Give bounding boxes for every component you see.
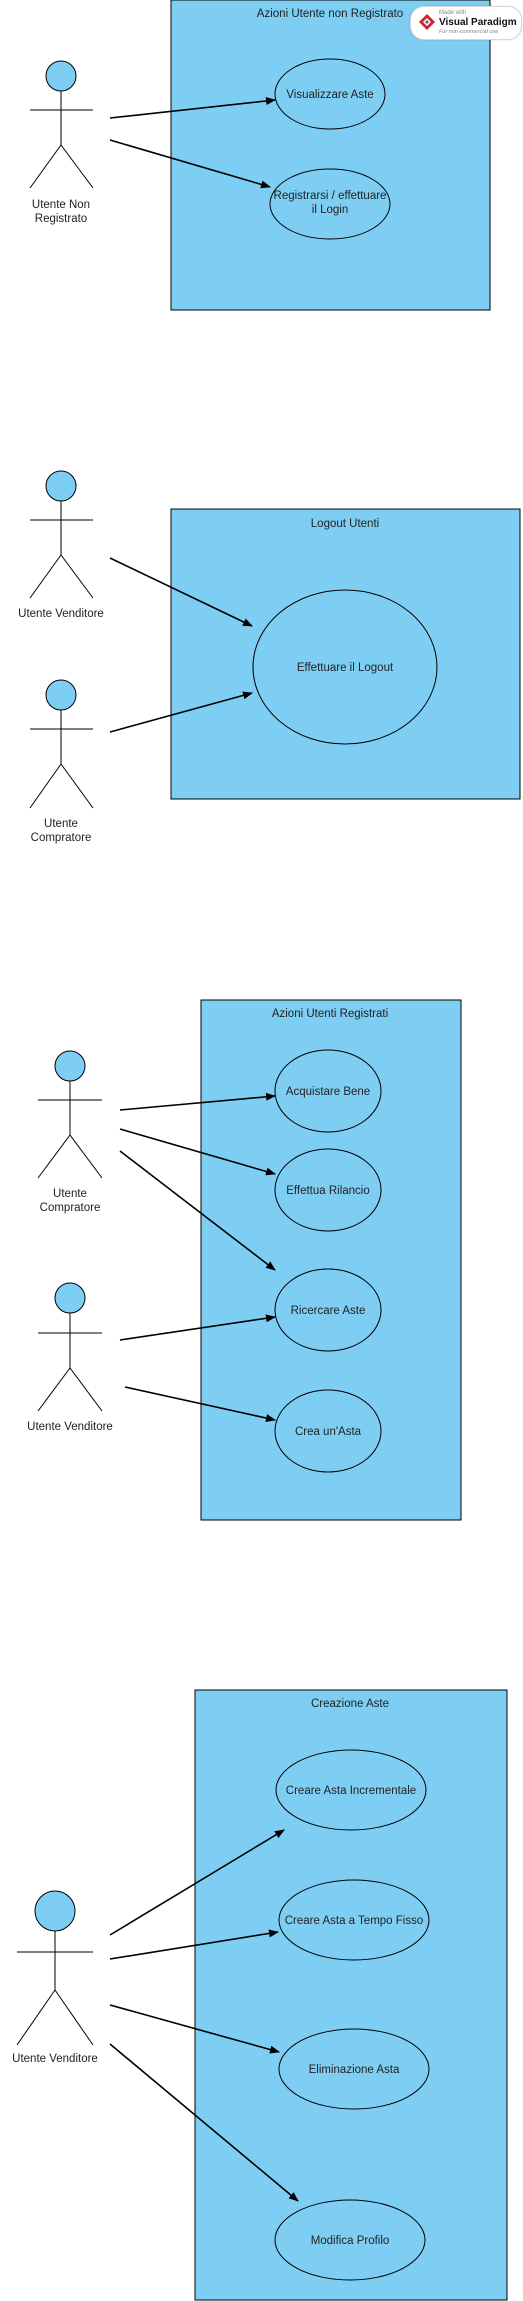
use-case-label-line1: Registrarsi / effettuare — [274, 190, 387, 202]
actor-utente-non-registrato: Utente Non Registrato — [29, 60, 94, 225]
actor-label-line2: Compratore — [40, 1202, 101, 1214]
association-arrow — [119, 1150, 276, 1271]
system-title: Logout Utenti — [311, 518, 379, 530]
association-arrow — [109, 691, 253, 733]
watermark-sub: For non-commercial use — [439, 29, 499, 35]
actor-label-line1: Utente — [44, 818, 78, 830]
association-arrow — [124, 1386, 276, 1422]
system-title: Creazione Aste — [311, 1698, 389, 1710]
association-arrow — [109, 1929, 279, 1960]
actor-utente-venditore: Utente Venditore — [12, 1890, 98, 2065]
system-boundary — [170, 0, 491, 311]
association-arrow — [119, 1092, 276, 1111]
use-case-effettua-rilancio[interactable] — [274, 1148, 382, 1232]
use-case-crea-asta[interactable] — [274, 1389, 382, 1473]
use-case-label: Creare Asta Incrementale — [286, 1785, 416, 1797]
association-arrow — [109, 557, 253, 627]
actor-label-line1: Utente Non — [32, 199, 90, 211]
use-case-visualizzare-aste[interactable] — [274, 58, 386, 130]
actor-utente-compratore: Utente Compratore — [29, 679, 94, 844]
actor-utente-venditore: Utente Venditore — [18, 470, 104, 620]
use-case-label-line2: il Login — [312, 204, 348, 216]
actor-utente-venditore: Utente Venditore — [27, 1282, 113, 1433]
diagram-2: Logout Utenti Utente Venditore Utente Co… — [18, 470, 521, 844]
use-case-label: Modifica Profilo — [311, 2235, 390, 2247]
use-case-acquistare-bene[interactable] — [274, 1049, 382, 1133]
association-arrow — [109, 1829, 285, 1936]
use-case-label: Effettuare il Logout — [297, 662, 394, 674]
system-title: Azioni Utenti Registrati — [272, 1008, 388, 1020]
association-arrow — [119, 1128, 276, 1176]
association-arrow — [109, 96, 276, 119]
system-title: Azioni Utente non Registrato — [257, 8, 403, 20]
association-arrow — [109, 139, 271, 189]
actor-label-line1: Utente — [53, 1188, 87, 1200]
actor-utente-compratore: Utente Compratore — [37, 1050, 103, 1214]
diagram-4: Creazione Aste Utente Venditore Creare A… — [12, 1689, 508, 2301]
use-case-label: Ricercare Aste — [291, 1305, 366, 1317]
actor-label: Utente Venditore — [12, 2053, 98, 2065]
actor-label-line2: Registrato — [35, 213, 87, 225]
visual-paradigm-watermark: Made with Visual Paradigm For non-commer… — [410, 6, 522, 40]
actor-label: Utente Venditore — [18, 608, 104, 620]
use-case-creare-asta-incrementale[interactable] — [275, 1749, 427, 1831]
use-case-modifica-profilo[interactable] — [274, 2199, 426, 2281]
use-case-label: Acquistare Bene — [286, 1086, 370, 1098]
use-case-label: Crea un'Asta — [295, 1426, 362, 1438]
association-arrow — [109, 2004, 280, 2054]
association-arrow — [119, 1314, 276, 1341]
use-case-registrarsi-login[interactable] — [269, 168, 391, 240]
use-case-label: Effettua Rilancio — [286, 1185, 370, 1197]
use-case-effettuare-logout[interactable] — [252, 589, 438, 745]
diagram-3: Azioni Utenti Registrati Utente Comprato… — [27, 999, 462, 1521]
use-case-label: Visualizzare Aste — [286, 89, 373, 101]
use-case-creare-asta-tempo-fisso[interactable] — [278, 1879, 430, 1961]
diagram-1: Azioni Utente non Registrato Utente Non … — [29, 0, 491, 311]
visual-paradigm-logo-icon — [419, 14, 435, 30]
use-case-eliminazione-asta[interactable] — [278, 2028, 430, 2110]
association-arrow — [109, 2043, 299, 2202]
use-case-label: Creare Asta a Tempo Fisso — [285, 1915, 424, 1927]
actor-label: Utente Venditore — [27, 1421, 113, 1433]
use-case-ricercare-aste[interactable] — [274, 1268, 382, 1352]
watermark-small: Made with — [439, 10, 467, 16]
watermark-brand: Visual Paradigm — [439, 17, 517, 28]
actor-label-line2: Compratore — [31, 832, 92, 844]
use-case-label: Eliminazione Asta — [309, 2064, 400, 2076]
